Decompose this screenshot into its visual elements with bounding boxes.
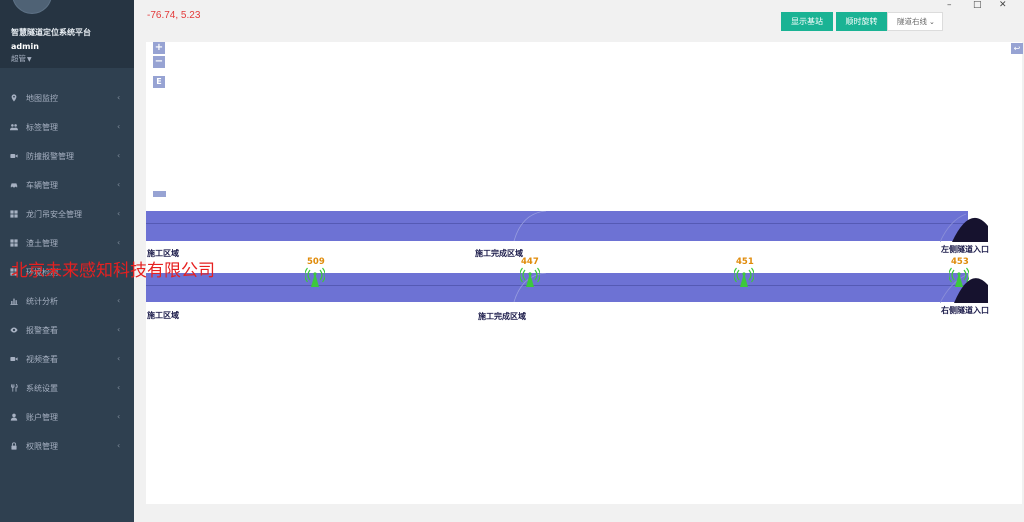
left-tunnel-entrance-icon [940, 213, 988, 242]
sidebar-item-map-monitor[interactable]: 地图监控 ‹ [0, 85, 134, 114]
sidebar: 智慧隧道定位系统平台 admin 超管▼ 地图监控 ‹ 标签管理 ‹ 防撞报警管… [0, 0, 134, 522]
right-tunnel-completed-zone-label: 施工完成区域 [478, 312, 526, 321]
tunnel-select-value: 隧道右线 [897, 17, 927, 26]
station-number: 447 [521, 257, 539, 267]
chevron-left-icon: ‹ [117, 238, 121, 247]
map-marker-icon [11, 94, 17, 102]
base-station-icon[interactable] [734, 266, 754, 288]
video-camera-icon [10, 154, 18, 158]
car-icon [10, 183, 18, 189]
rotate-clockwise-button[interactable]: 顺时旋转 [836, 12, 887, 31]
chevron-left-icon: ‹ [117, 296, 121, 305]
sidebar-item-muck-management[interactable]: 渣土管理 ‹ [0, 230, 134, 259]
eye-icon [10, 327, 18, 333]
maximize-button[interactable]: □ [973, 0, 982, 10]
grid-icon [10, 239, 18, 247]
sidebar-item-collision-alarm[interactable]: 防撞报警管理 ‹ [0, 143, 134, 172]
sidebar-item-label: 龙门吊安全管理 [26, 210, 82, 219]
station-number: 453 [951, 257, 969, 267]
right-tunnel-face-marker [513, 273, 547, 302]
sidebar-item-label: 环境检测 [26, 268, 58, 277]
sidebar-item-permission-management[interactable]: 权限管理 ‹ [0, 433, 134, 462]
sidebar-item-label: 标签管理 [26, 123, 58, 132]
chevron-left-icon: ‹ [117, 122, 121, 131]
base-station-icon[interactable] [949, 266, 969, 288]
grid-icon [10, 268, 18, 276]
sidebar-item-system-settings[interactable]: 系统设置 ‹ [0, 375, 134, 404]
chevron-left-icon: ‹ [117, 325, 121, 334]
caret-down-icon: ▼ [27, 56, 32, 63]
video-camera-icon [10, 357, 18, 361]
station-number: 451 [736, 257, 754, 267]
tunnel-select[interactable]: 隧道右线⌄ [887, 12, 943, 31]
sidebar-item-label: 渣土管理 [26, 239, 58, 248]
station-number: 509 [307, 257, 325, 267]
user-role-label: 超管 [11, 54, 26, 63]
return-button[interactable]: ↩ [1011, 43, 1023, 54]
chevron-left-icon: ‹ [117, 151, 121, 160]
tunnel-track-line [146, 223, 968, 224]
lock-icon [11, 442, 17, 450]
chevron-left-icon: ‹ [117, 267, 121, 276]
right-tunnel-construction-zone-label: 施工区域 [147, 311, 179, 320]
sidebar-item-label: 报警查看 [26, 326, 58, 335]
sidebar-item-statistics[interactable]: 统计分析 ‹ [0, 288, 134, 317]
left-tunnel-completed-zone-label: 施工完成区域 [475, 249, 523, 258]
cursor-coordinates: -76.74, 5.23 [147, 10, 201, 21]
left-tunnel-face-marker [513, 211, 547, 241]
user-icon [10, 413, 18, 421]
user-name: admin [11, 42, 39, 51]
chevron-down-icon: ⌄ [929, 18, 935, 26]
sidebar-item-label: 地图监控 [26, 94, 58, 103]
sidebar-item-video-view[interactable]: 视频查看 ‹ [0, 346, 134, 375]
chevron-left-icon: ‹ [117, 412, 121, 421]
left-tunnel [146, 211, 968, 241]
cutlery-icon [11, 384, 18, 392]
tunnel-track-line [146, 285, 968, 286]
system-name: 智慧隧道定位系统平台 [11, 28, 91, 37]
left-tunnel-entrance-label: 左侧隧道入口 [941, 245, 989, 254]
bar-chart-icon [10, 298, 18, 305]
sidebar-item-vehicle-management[interactable]: 车辆管理 ‹ [0, 172, 134, 201]
sidebar-item-tag-management[interactable]: 标签管理 ‹ [0, 114, 134, 143]
chevron-left-icon: ‹ [117, 441, 121, 450]
sidebar-item-label: 车辆管理 [26, 181, 58, 190]
show-base-station-button[interactable]: 显示基站 [781, 12, 833, 31]
zoom-in-button[interactable]: + [153, 42, 165, 54]
sidebar-item-label: 权限管理 [26, 442, 58, 451]
chevron-left-icon: ‹ [117, 209, 121, 218]
sidebar-item-label: 系统设置 [26, 384, 58, 393]
company-watermark: 北京未来感知科技有限公司 [11, 261, 215, 281]
users-icon [10, 124, 18, 131]
chevron-left-icon: ‹ [117, 383, 121, 392]
chevron-left-icon: ‹ [117, 93, 121, 102]
zoom-out-button[interactable]: − [153, 56, 165, 68]
sidebar-item-label: 防撞报警管理 [26, 152, 74, 161]
sidebar-header: 智慧隧道定位系统平台 admin 超管▼ [0, 0, 134, 68]
right-tunnel-entrance-label: 右侧隧道入口 [941, 306, 989, 315]
window-controls: – □ ✕ [944, 0, 1024, 12]
sidebar-item-gantry-crane[interactable]: 龙门吊安全管理 ‹ [0, 201, 134, 230]
right-tunnel [146, 273, 968, 302]
avatar[interactable] [12, 0, 52, 14]
chevron-left-icon: ‹ [117, 354, 121, 363]
minimize-button[interactable]: – [947, 0, 952, 10]
sidebar-item-account-management[interactable]: 账户管理 ‹ [0, 404, 134, 433]
sidebar-item-label: 账户管理 [26, 413, 58, 422]
sidebar-item-label: 统计分析 [26, 297, 58, 306]
base-station-icon[interactable] [520, 266, 540, 288]
sidebar-item-environment[interactable]: 环境检测 ‹ [0, 259, 134, 288]
chevron-left-icon: ‹ [117, 180, 121, 189]
grid-icon [10, 210, 18, 218]
base-station-icon[interactable] [305, 266, 325, 288]
sidebar-item-label: 视频查看 [26, 355, 58, 364]
close-button[interactable]: ✕ [999, 0, 1007, 10]
user-role-dropdown[interactable]: 超管▼ [11, 53, 32, 64]
right-tunnel-entrance-icon [940, 274, 988, 303]
left-tunnel-construction-zone-label: 施工区域 [147, 249, 179, 258]
sidebar-item-alarm-view[interactable]: 报警查看 ‹ [0, 317, 134, 346]
edit-mode-button[interactable]: E [153, 76, 165, 88]
layer-toggle-button[interactable] [153, 191, 166, 197]
